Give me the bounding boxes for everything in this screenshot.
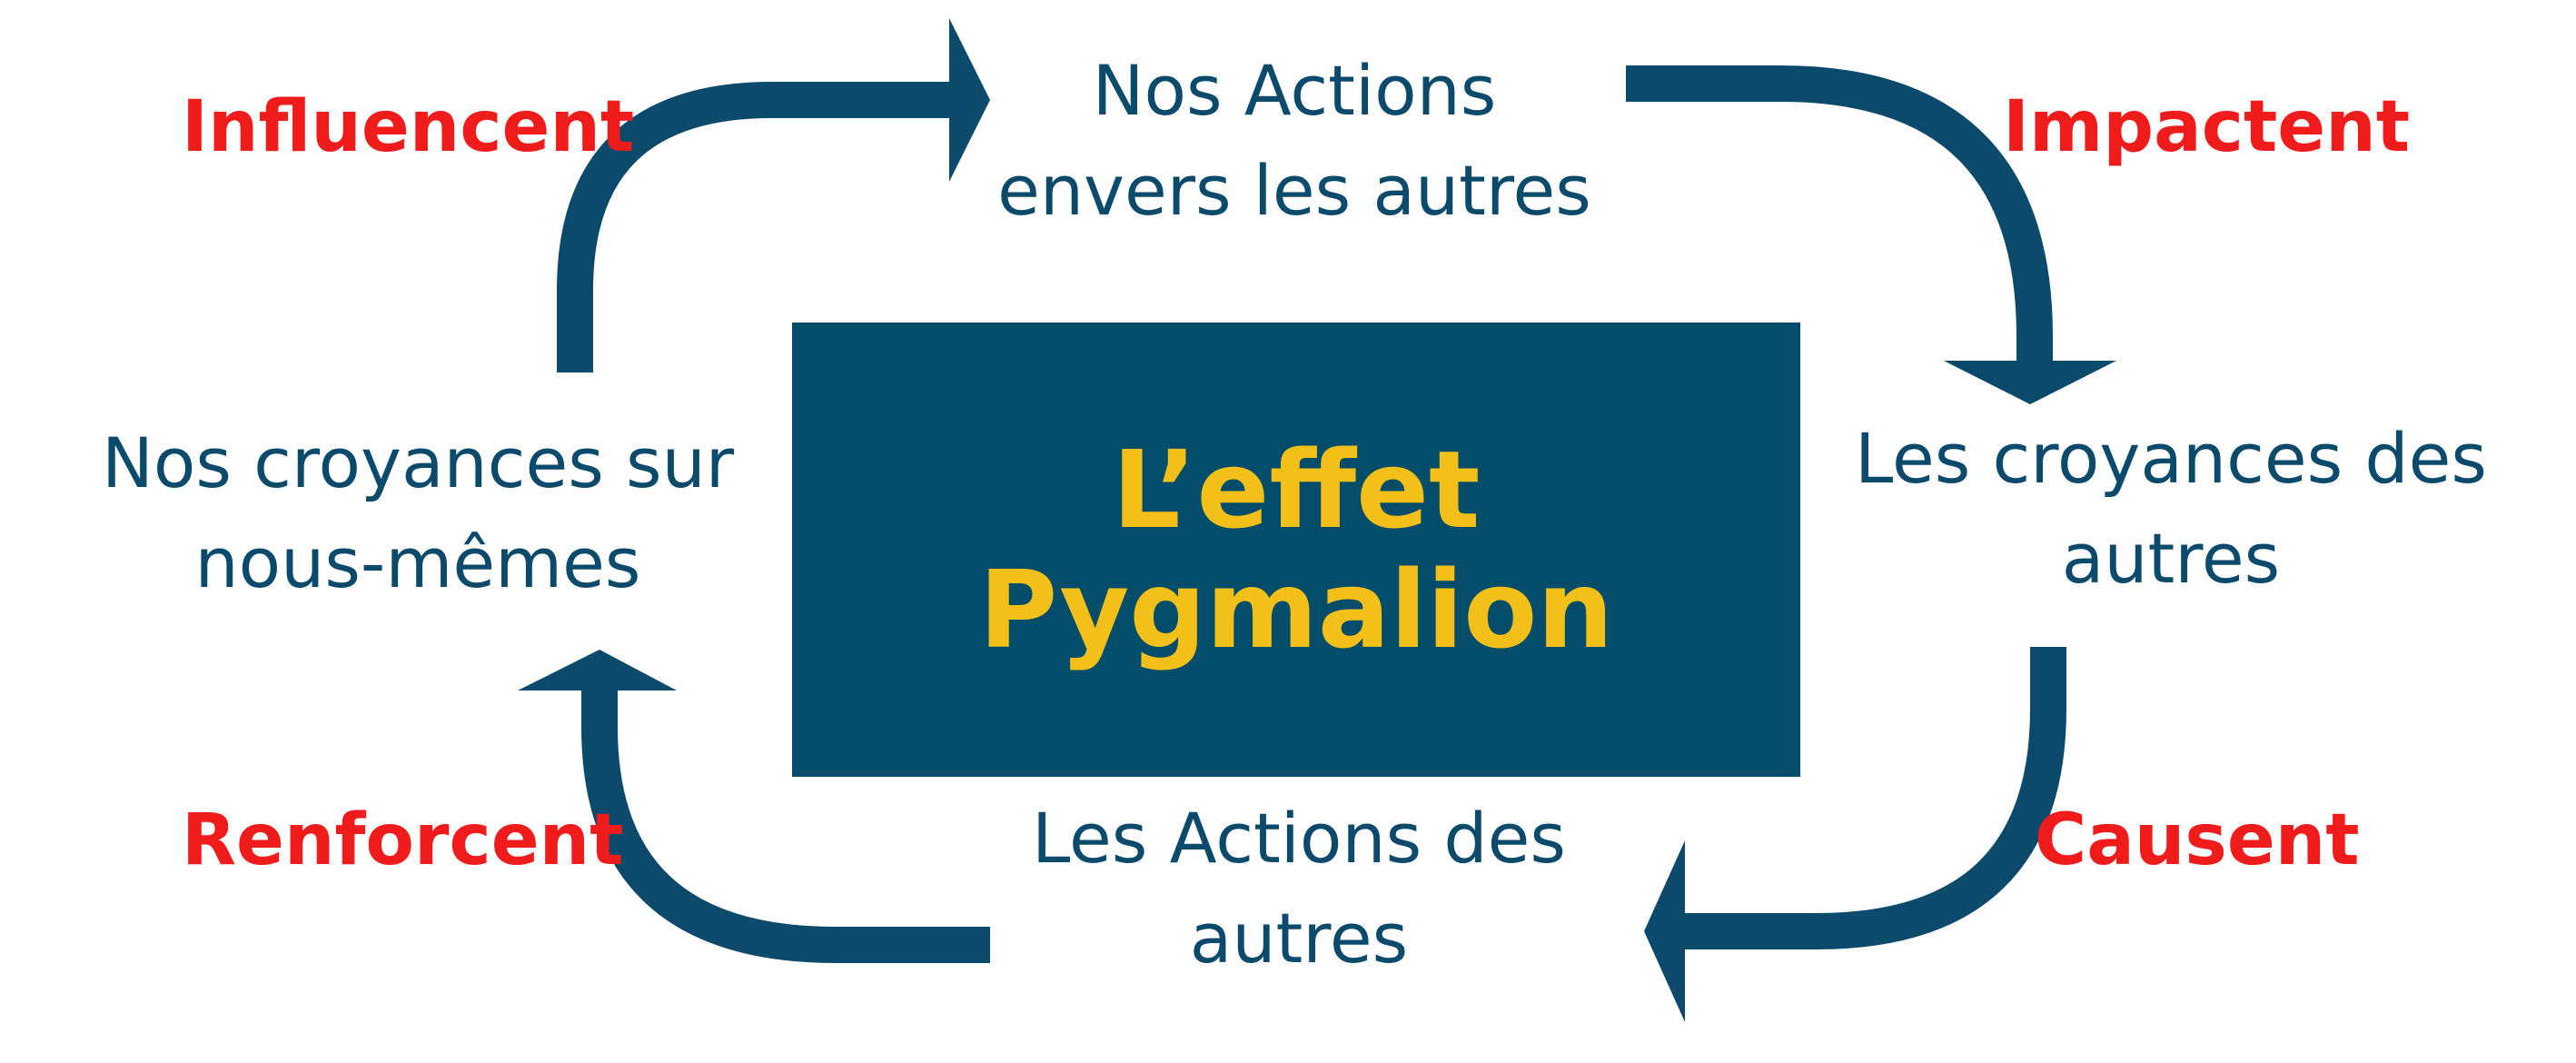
center-title-line-1: L’effet	[1112, 426, 1481, 552]
node-left-line-1: Nos croyances sur	[102, 422, 734, 503]
node-top-line-2: envers les autres	[997, 150, 1591, 232]
node-bottom-line-1: Les Actions des	[1032, 798, 1566, 879]
node-right: Les croyances des autres	[1808, 409, 2534, 609]
node-top: Nos Actions envers les autres	[936, 41, 1653, 241]
arrow-impactent	[1626, 65, 2116, 404]
arrow-renforcent	[518, 650, 990, 963]
center-title-line-2: Pygmalion	[978, 547, 1614, 672]
node-left-line-2: nous-mêmes	[194, 522, 641, 604]
arrow-causent	[1644, 647, 2066, 1022]
verb-causent: Causent	[2035, 800, 2360, 881]
arrow-influencent	[557, 18, 990, 373]
node-right-line-2: autres	[2061, 518, 2281, 600]
node-top-line-1: Nos Actions	[1092, 50, 1497, 131]
node-left: Nos croyances sur nous-mêmes	[59, 413, 777, 613]
node-bottom-line-2: autres	[1189, 898, 1409, 979]
verb-impactent: Impactent	[2003, 86, 2411, 168]
node-right-line-1: Les croyances des	[1855, 418, 2487, 499]
center-box: L’effet Pygmalion	[792, 323, 1800, 777]
verb-influencent: Influencent	[182, 86, 635, 168]
node-bottom: Les Actions des autres	[954, 789, 1644, 988]
verb-renforcent: Renforcent	[182, 800, 624, 881]
